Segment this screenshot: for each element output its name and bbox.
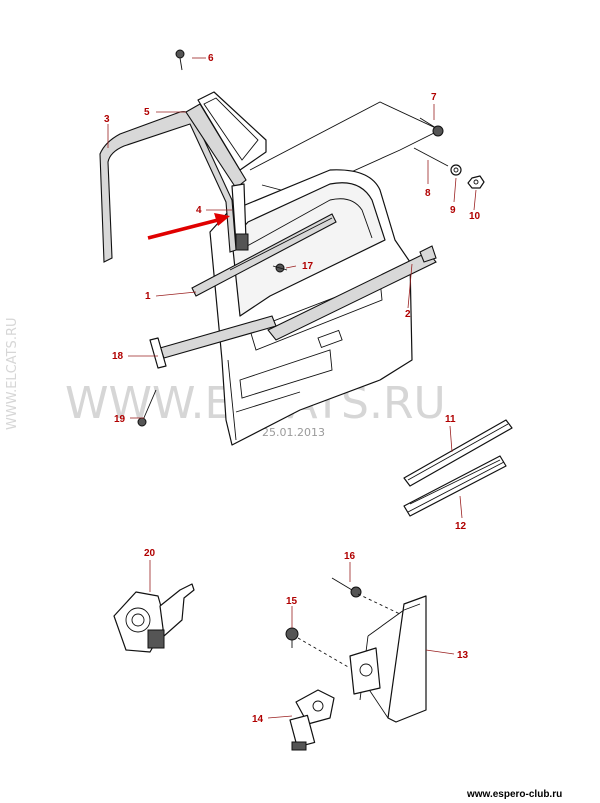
part-6-bolt [175,49,185,71]
part-16-rivet [331,577,362,598]
callout-11: 11 [445,414,456,425]
pointer-arrow [147,213,230,240]
watermark-date: 25.01.2013 [262,426,325,439]
callout-20: 20 [144,548,156,559]
part-12-channel [403,455,507,517]
callout-16: 16 [344,551,356,562]
part-1-inner-belt [191,213,337,297]
part-13-regulator [349,595,427,723]
callout-17: 17 [302,261,314,272]
part-11-strip [403,419,513,487]
callout-2: 2 [405,309,411,320]
part-14-motor [289,689,335,751]
watermark-side: WWW.ELCATS.RU [5,318,20,431]
callout-1: 1 [145,291,151,302]
part-15-bolt [285,627,299,648]
callout-10: 10 [469,211,481,222]
door-shell [209,169,413,446]
callout-19: 19 [114,414,126,425]
part-4-guide [231,183,249,251]
part-7-bolt [419,117,444,137]
part-2-outer-belt [267,245,437,341]
part-9-washer [450,164,462,176]
callout-4: 4 [196,205,202,216]
callout-3: 3 [104,114,110,125]
callout-15: 15 [286,596,298,607]
part-17-clip [272,263,288,273]
callout-18: 18 [112,351,124,362]
part-19-screw [137,389,157,427]
footer-site: www.espero-club.ru [466,789,562,800]
part-8-stud [413,147,449,167]
part-20-handle [113,583,195,653]
callout-5: 5 [144,107,150,118]
part-18-lower-strip [149,315,277,369]
callout-14: 14 [252,714,264,725]
callout-7: 7 [431,92,437,103]
part-5-quarter-seal [185,91,267,189]
part-10-nut [467,175,485,189]
callout-12: 12 [455,521,467,532]
callout-6: 6 [208,53,214,64]
callout-8: 8 [425,188,431,199]
callout-9: 9 [450,205,456,216]
callout-13: 13 [457,650,469,661]
